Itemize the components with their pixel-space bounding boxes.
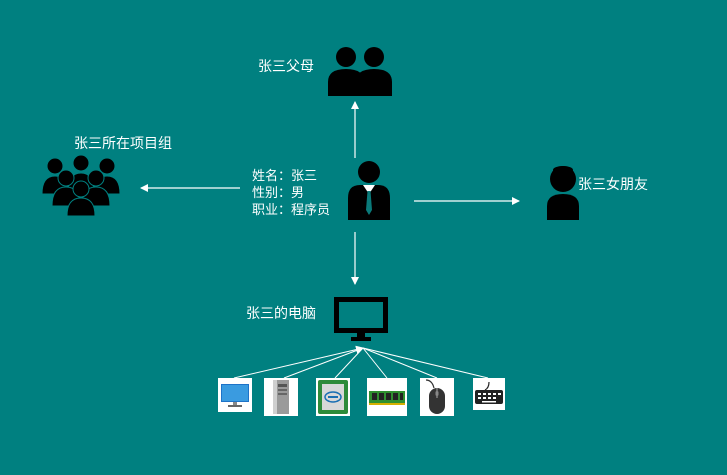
person-job-line: 职业：程序员: [252, 203, 331, 218]
peripheral-mouse-card: [420, 378, 454, 416]
person-info: 姓名：张三 性别：男 职业：程序员: [252, 168, 330, 219]
person-name-line: 姓名：张三: [252, 169, 318, 184]
peripheral-links: [233, 345, 489, 379]
peripheral-monitor-card: [218, 378, 252, 412]
monitor-icon: [221, 384, 249, 407]
peripheral-server-card: [264, 378, 298, 416]
parents-label: 张三父母: [258, 59, 314, 75]
server-case-icon: [273, 380, 289, 414]
cpu-chip-icon: [318, 380, 348, 414]
person-businessman-icon: [348, 161, 390, 220]
peripheral-cpu-card: [316, 378, 350, 416]
team-label: 张三所在项目组: [74, 136, 172, 152]
team-icon: [41, 154, 121, 216]
mouse-icon: [425, 379, 445, 414]
girlfriend-icon: [547, 166, 579, 220]
girlfriend-label: 张三女朋友: [578, 177, 648, 193]
computer-label: 张三的电脑: [246, 306, 316, 322]
parents-icon: [328, 47, 392, 96]
peripheral-keyboard-card: [473, 378, 505, 410]
computer-monitor-icon: [334, 297, 388, 341]
ram-module-icon: [369, 391, 405, 405]
peripheral-ram-card: [367, 378, 407, 416]
keyboard-icon: [475, 381, 503, 404]
person-gender-line: 性别：男: [252, 186, 305, 201]
